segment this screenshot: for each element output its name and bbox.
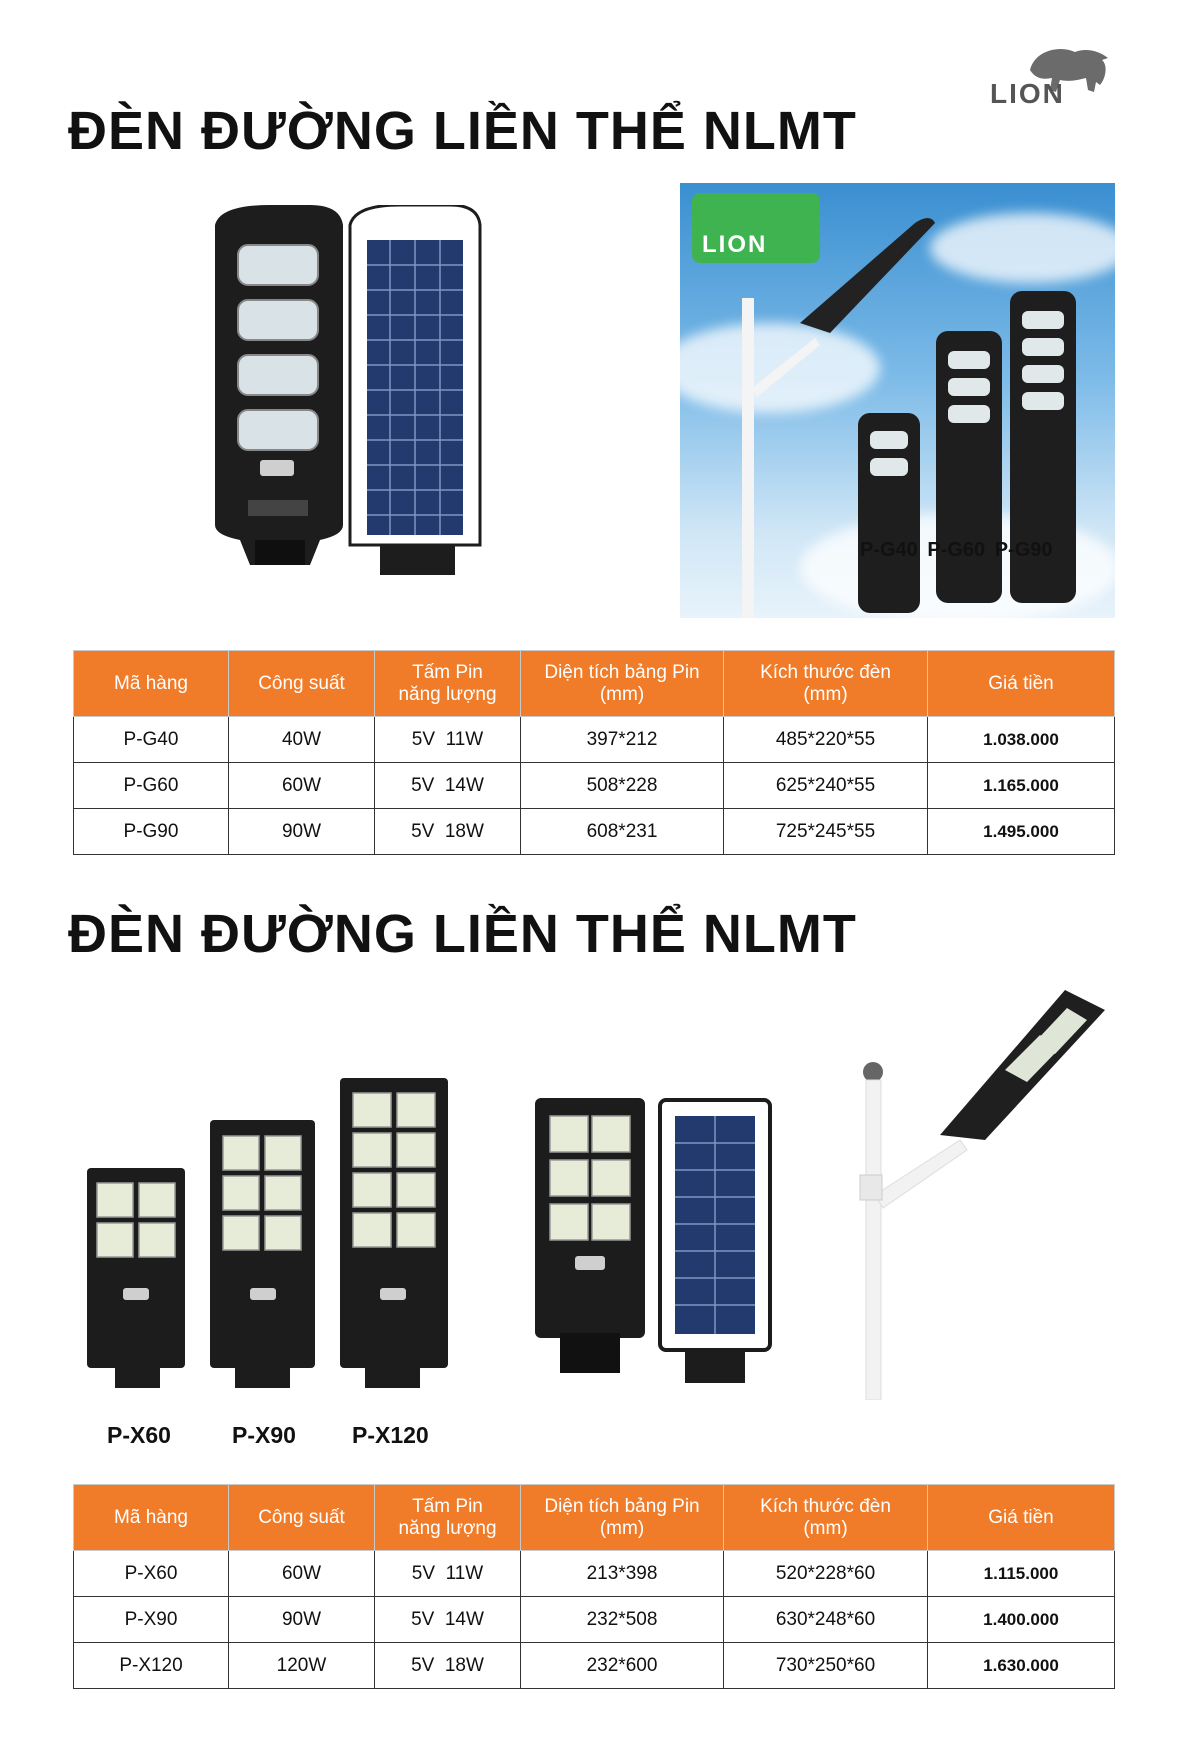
header-gia-tien: Giá tiền [927, 650, 1115, 717]
product-image-px-series [87, 1078, 448, 1388]
spec-table-pg: Mã hàng Công suất Tấm Pin năng lượng Diệ… [73, 650, 1115, 855]
cell-lamp-size: 485*220*55 [723, 716, 928, 763]
cell-panel-area: 232*508 [520, 1596, 724, 1643]
table-row: P-X120 120W 5V 18W 232*600 730*250*60 1.… [73, 1642, 1115, 1689]
header-kich-thuoc: Kích thước đèn (mm) [723, 1484, 928, 1551]
cell-price: 1.630.000 [927, 1642, 1115, 1689]
cell-model: P-G40 [73, 716, 229, 763]
cell-panel-area: 508*228 [520, 762, 724, 809]
table-row: P-X90 90W 5V 14W 232*508 630*248*60 1.40… [73, 1596, 1115, 1643]
cell-power: 60W [228, 762, 375, 809]
cell-panel-area: 232*600 [520, 1642, 724, 1689]
section2-title: ĐÈN ĐƯỜNG LIỀN THỂ NLMT [68, 904, 857, 964]
product-image-pg [215, 205, 482, 575]
cell-model: P-G60 [73, 762, 229, 809]
section1-title: ĐÈN ĐƯỜNG LIỀN THỂ NLMT [68, 101, 857, 161]
cell-panel-area: 397*212 [520, 716, 724, 763]
spec-table-px: Mã hàng Công suất Tấm Pin năng lượng Diệ… [73, 1484, 1115, 1689]
cell-power: 60W [228, 1550, 375, 1597]
cell-lamp-size: 725*245*55 [723, 808, 928, 855]
cell-power: 40W [228, 716, 375, 763]
photo-lion-logo: LION [692, 193, 820, 263]
cell-model: P-X60 [73, 1550, 229, 1597]
cell-power: 120W [228, 1642, 375, 1689]
cell-model: P-X90 [73, 1596, 229, 1643]
header-dien-tich: Diện tích bảng Pin (mm) [520, 650, 724, 717]
cell-power: 90W [228, 808, 375, 855]
table-row: P-G60 60W 5V 14W 508*228 625*240*55 1.16… [73, 762, 1115, 809]
cell-power: 90W [228, 1596, 375, 1643]
header-ma-hang: Mã hàng [73, 650, 229, 717]
street-lamp-pole-icon [742, 218, 1076, 618]
brand-logo-text: LION [990, 78, 1065, 109]
model-label-px120: P-X120 [352, 1422, 429, 1448]
cell-price: 1.038.000 [927, 716, 1115, 763]
cell-panel: 5V 11W [374, 716, 521, 763]
cell-panel: 5V 18W [374, 1642, 521, 1689]
header-tam-pin: Tấm Pin năng lượng [374, 1484, 521, 1551]
cell-price: 1.115.000 [927, 1550, 1115, 1597]
header-kich-thuoc: Kích thước đèn (mm) [723, 650, 928, 717]
cell-lamp-size: 625*240*55 [723, 762, 928, 809]
photo-model-labels: P-G40 P-G60 P-G90 [860, 539, 1053, 561]
header-cong-suat: Công suất [228, 1484, 375, 1551]
table-row: P-X60 60W 5V 11W 213*398 520*228*60 1.11… [73, 1550, 1115, 1597]
cell-price: 1.400.000 [927, 1596, 1115, 1643]
table-row: P-G40 40W 5V 11W 397*212 485*220*55 1.03… [73, 716, 1115, 763]
cell-panel-area: 608*231 [520, 808, 724, 855]
cell-panel: 5V 14W [374, 1596, 521, 1643]
street-lamp-pole-icon [859, 990, 1105, 1400]
header-gia-tien: Giá tiền [927, 1484, 1115, 1551]
product-image-px-front-back [535, 1098, 772, 1383]
cell-price: 1.165.000 [927, 762, 1115, 809]
header-tam-pin: Tấm Pin năng lượng [374, 650, 521, 717]
product-photo-pg-series: LION P-G40 P-G60 P-G90 [680, 183, 1115, 618]
model-label-px60: P-X60 [107, 1422, 171, 1448]
cell-lamp-size: 520*228*60 [723, 1550, 928, 1597]
header-dien-tich: Diện tích bảng Pin (mm) [520, 1484, 724, 1551]
cell-lamp-size: 730*250*60 [723, 1642, 928, 1689]
table-row: P-G90 90W 5V 18W 608*231 725*245*55 1.49… [73, 808, 1115, 855]
cell-model: P-X120 [73, 1642, 229, 1689]
model-label-px90: P-X90 [232, 1422, 296, 1448]
cell-price: 1.495.000 [927, 808, 1115, 855]
cell-panel: 5V 18W [374, 808, 521, 855]
header-cong-suat: Công suất [228, 650, 375, 717]
cell-panel: 5V 14W [374, 762, 521, 809]
header-ma-hang: Mã hàng [73, 1484, 229, 1551]
cell-model: P-G90 [73, 808, 229, 855]
lion-logo-icon [1030, 49, 1108, 92]
cell-lamp-size: 630*248*60 [723, 1596, 928, 1643]
cell-panel-area: 213*398 [520, 1550, 724, 1597]
cell-panel: 5V 11W [374, 1550, 521, 1597]
